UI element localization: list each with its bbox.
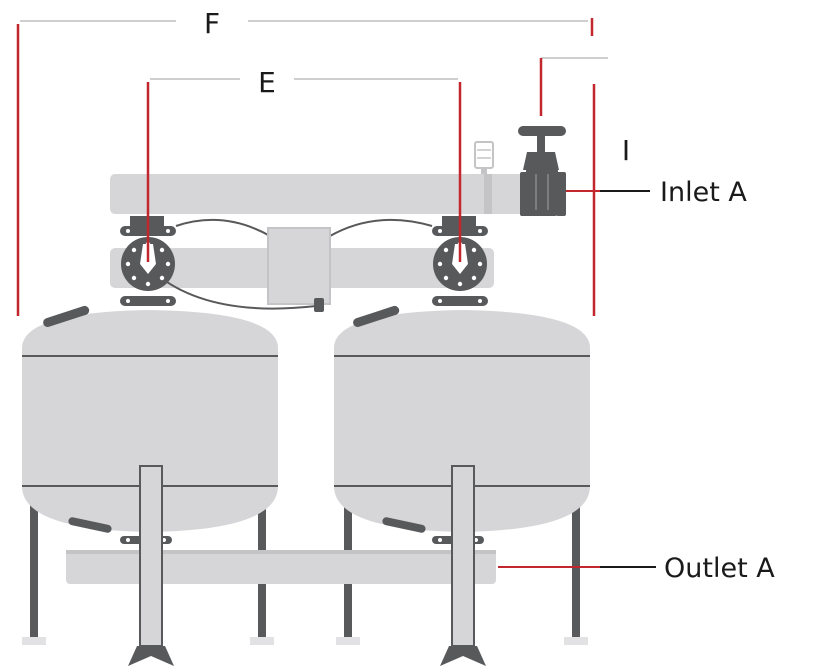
dimension-e-label: E bbox=[258, 66, 276, 99]
inlet-manifold-end-band bbox=[484, 174, 492, 214]
column-right-foot bbox=[440, 646, 486, 666]
outlet-manifold bbox=[66, 536, 496, 584]
valve-right-bottom-flange bbox=[432, 296, 488, 306]
column-left-foot bbox=[128, 646, 174, 666]
solenoid-valve bbox=[314, 298, 324, 312]
controller bbox=[155, 218, 433, 312]
valve-left-bottom-flange bbox=[120, 296, 176, 306]
tank-left-body bbox=[22, 310, 278, 532]
inlet-gate-valve bbox=[518, 126, 566, 216]
dimension-f: F bbox=[16, 7, 594, 316]
control-tube-left bbox=[175, 218, 271, 237]
tank-left-lift-handle bbox=[43, 305, 90, 328]
tank-left-drain-handle bbox=[68, 517, 112, 533]
tank-left bbox=[22, 305, 278, 533]
dimension-e: E bbox=[150, 66, 458, 99]
dimension-i-label: I bbox=[622, 134, 630, 167]
outlet-manifold-edge bbox=[66, 550, 496, 554]
tank-right-lift-handle bbox=[353, 305, 400, 328]
column-left bbox=[139, 465, 163, 647]
outlet-flanges bbox=[120, 536, 484, 544]
gate-valve-flange-right bbox=[556, 172, 566, 216]
gate-valve-stem bbox=[537, 136, 545, 152]
dimension-i: I bbox=[539, 57, 630, 316]
tank-right-body bbox=[334, 310, 590, 532]
tank-right bbox=[334, 305, 590, 533]
pressure-gauge-stem bbox=[481, 168, 487, 174]
inlet-manifold-pipe bbox=[110, 174, 530, 214]
outlet-label: Outlet A bbox=[664, 553, 775, 584]
column-right bbox=[451, 465, 475, 647]
dimension-f-label: F bbox=[204, 7, 220, 40]
leg-foot-pads bbox=[22, 637, 588, 645]
inlet-label: Inlet A bbox=[660, 177, 747, 208]
tank-right-drain-handle bbox=[382, 517, 426, 533]
outlet-manifold-pipe bbox=[66, 550, 496, 584]
pressure-gauge-glass bbox=[474, 141, 494, 169]
gate-valve-flange-left bbox=[520, 172, 530, 216]
inlet-manifold bbox=[110, 141, 530, 214]
control-box bbox=[267, 227, 331, 305]
gate-valve-handwheel bbox=[518, 126, 566, 136]
control-tube-bottom bbox=[155, 273, 317, 310]
inlet-callout: Inlet A bbox=[566, 177, 747, 208]
outlet-callout: Outlet A bbox=[498, 553, 775, 584]
front-support-columns bbox=[128, 465, 486, 666]
control-tube-right bbox=[329, 218, 433, 237]
tank-right-leg-outer bbox=[572, 505, 580, 645]
gate-valve-bonnet bbox=[523, 152, 559, 170]
outlet-flange-bolts bbox=[126, 538, 478, 542]
dimension-e-extensions bbox=[146, 82, 462, 262]
gate-valve-body bbox=[526, 168, 558, 216]
tank-left-leg-outer bbox=[30, 505, 38, 645]
